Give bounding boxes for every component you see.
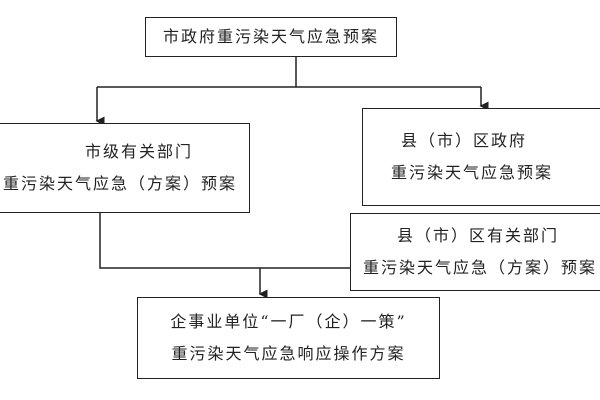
node-text: 重污染天气应急响应操作方案 [171,344,406,363]
node-enterprise-plan: 企事业单位“一厂（企）一策” 重污染天气应急响应操作方案 [137,297,440,379]
node-county-gov-plan: 县（市）区政府 重污染天气应急预案 [362,108,600,206]
node-text: 企事业单位“一厂（企）一策” [170,312,407,331]
node-text: 市政府重污染天气应急预案 [162,27,379,46]
node-text: 县（市）区政府 [401,131,528,150]
node-text: 市级有关部门 [84,142,193,161]
node-city-gov-plan: 市政府重污染天气应急预案 [145,17,397,57]
connector-city-split [97,56,481,88]
node-county-depts-plan: 县（市）区有关部门 重污染天气应急（方案）预案 [350,213,600,291]
node-city-depts-plan: 市级有关部门 重污染天气应急（方案）预案 [0,123,250,213]
node-text: 重污染天气应急（方案）预案 [2,174,237,193]
node-text: 重污染天气应急预案 [391,163,554,182]
node-text: 重污染天气应急（方案）预案 [363,258,598,277]
node-text: 县（市）区有关部门 [397,226,560,245]
connector-merge [99,212,350,269]
